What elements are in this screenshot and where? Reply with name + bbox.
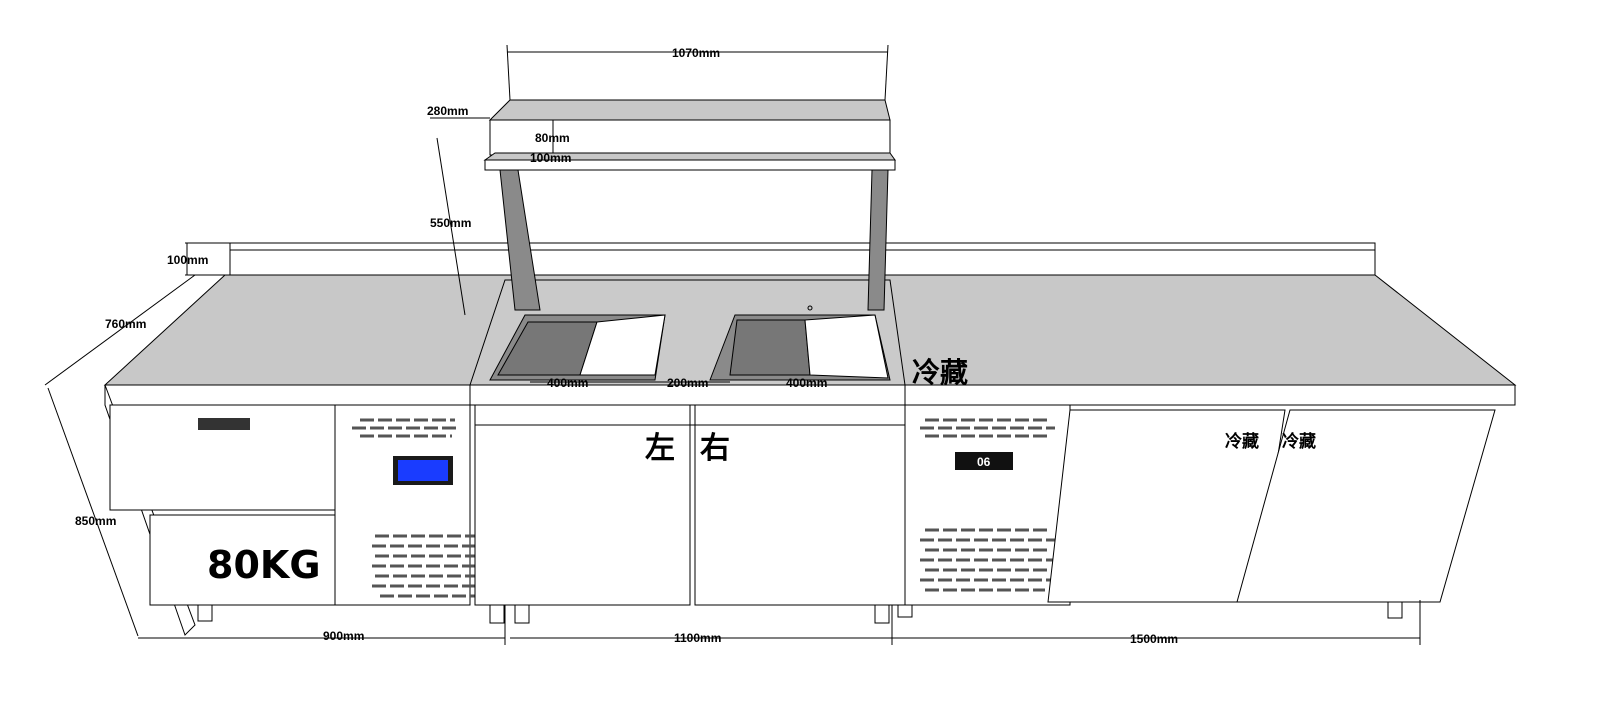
dim-post-height: 550mm [430,216,471,230]
dim-middle-width: 1100mm [674,631,721,645]
dim-depth: 760mm [105,317,146,331]
door-2-label: 冷藏 [1282,431,1316,452]
dim-gantry-width: 1070mm [672,46,720,60]
right-compressor-panel [904,404,1071,606]
dimension-lines [44,44,1421,645]
middle-right-door[interactable] [694,404,906,606]
right-door-2[interactable] [1236,409,1496,603]
right-display-value: 06 [977,455,991,469]
dim-shelf-gap: 80mm [535,131,570,145]
middle-right-label: 右 [700,431,730,466]
dim-backsplash: 100mm [167,253,208,267]
lower-drawer[interactable] [149,514,361,606]
middle-left-door[interactable] [474,404,691,606]
drawer-capacity-label: 80KG [207,543,321,587]
middle-left-label: 左 [645,431,675,466]
door-1-label: 冷藏 [1225,431,1259,452]
dim-left-width: 900mm [323,629,364,643]
dim-well-left: 400mm [547,376,588,390]
drawer-handle [198,418,250,430]
legs [197,601,1403,624]
right-unit [904,404,1496,606]
vent-grille [352,418,488,598]
right-controller[interactable] [955,452,1013,470]
dim-right-width: 1500mm [1130,632,1178,646]
well-section [469,279,906,386]
top-refrigerated-label: 冷藏 [912,356,968,389]
dim-shelf-depth: 100mm [530,151,571,165]
left-display-screen [398,460,448,481]
left-unit [109,404,488,606]
dim-gantry-height: 280mm [427,104,468,118]
backsplash [229,242,1376,276]
dim-height: 850mm [75,514,116,528]
middle-unit [474,404,906,606]
left-compressor-panel [334,404,471,606]
dim-well-right: 400mm [786,376,827,390]
dim-well-gap: 200mm [667,376,708,390]
